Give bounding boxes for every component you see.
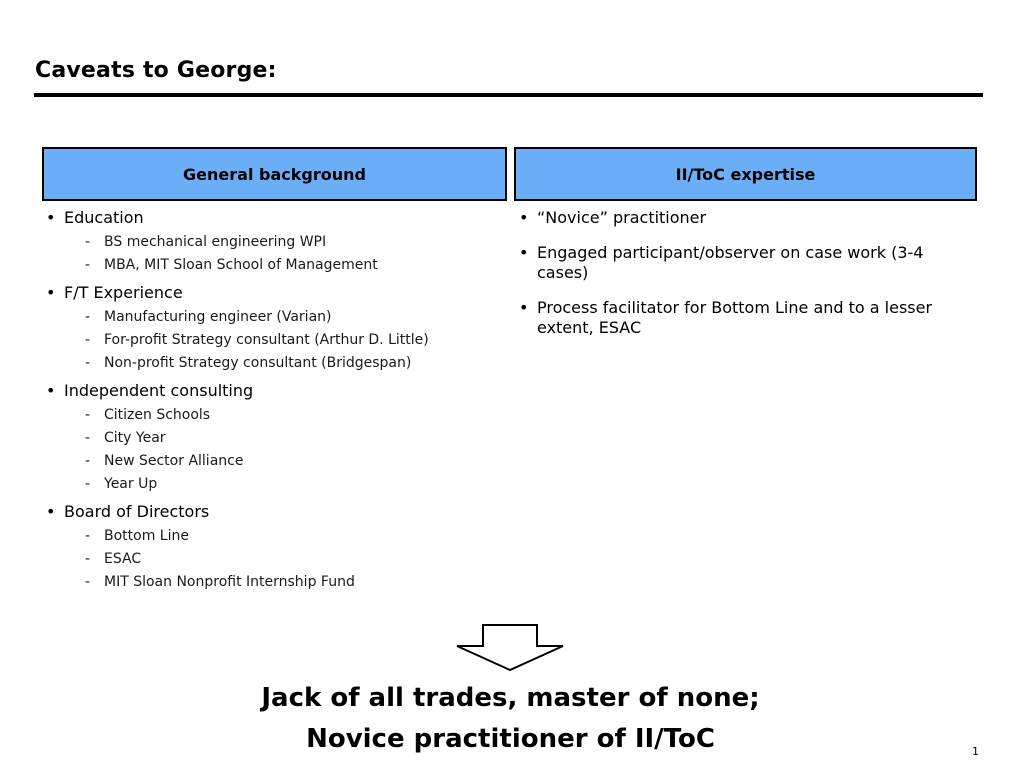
- bullet-ft-experience: F/T Experience Manufacturing engineer (V…: [46, 283, 506, 375]
- down-arrow-icon: [456, 624, 564, 671]
- bullet-process-facilitator: Process facilitator for Bottom Line and …: [519, 298, 974, 338]
- sub-item: For-profit Strategy consultant (Arthur D…: [64, 329, 506, 352]
- bullet-label: Education: [64, 208, 144, 227]
- page-number: 1: [972, 745, 979, 758]
- sub-item: BS mechanical engineering WPI: [64, 231, 506, 254]
- conclusion-line-1: Jack of all trades, master of none;: [261, 683, 760, 713]
- sub-item: New Sector Alliance: [64, 450, 506, 473]
- general-background-list: Education BS mechanical engineering WPI …: [46, 208, 506, 600]
- title-divider: [34, 93, 983, 97]
- sub-list: Manufacturing engineer (Varian) For-prof…: [64, 306, 506, 375]
- sub-item: ESAC: [64, 548, 506, 571]
- sub-item: Bottom Line: [64, 525, 506, 548]
- bullet-label: Board of Directors: [64, 502, 210, 521]
- page-title: Caveats to George:: [35, 58, 277, 83]
- bullet-engaged-participant: Engaged participant/observer on case wor…: [519, 243, 974, 283]
- sub-item: Manufacturing engineer (Varian): [64, 306, 506, 329]
- bullet-label: F/T Experience: [64, 283, 183, 302]
- sub-item: Year Up: [64, 473, 506, 496]
- sub-item: Non-profit Strategy consultant (Bridgesp…: [64, 352, 506, 375]
- general-background-header: General background: [42, 147, 507, 201]
- sub-item: Citizen Schools: [64, 404, 506, 427]
- sub-list: Citizen Schools City Year New Sector All…: [64, 404, 506, 496]
- toc-expertise-header: II/ToC expertise: [514, 147, 977, 201]
- toc-expertise-list: “Novice” practitioner Engaged participan…: [519, 208, 974, 353]
- bullet-novice-practitioner: “Novice” practitioner: [519, 208, 974, 228]
- bullet-independent-consulting: Independent consulting Citizen Schools C…: [46, 381, 506, 496]
- sub-item: City Year: [64, 427, 506, 450]
- sub-list: Bottom Line ESAC MIT Sloan Nonprofit Int…: [64, 525, 506, 594]
- sub-list: BS mechanical engineering WPI MBA, MIT S…: [64, 231, 506, 277]
- bullet-board-of-directors: Board of Directors Bottom Line ESAC MIT …: [46, 502, 506, 594]
- bullet-education: Education BS mechanical engineering WPI …: [46, 208, 506, 277]
- sub-item: MIT Sloan Nonprofit Internship Fund: [64, 571, 506, 594]
- conclusion-line-2: Novice practitioner of II/ToC: [306, 724, 715, 754]
- bullet-label: Independent consulting: [64, 381, 254, 400]
- sub-item: MBA, MIT Sloan School of Management: [64, 254, 506, 277]
